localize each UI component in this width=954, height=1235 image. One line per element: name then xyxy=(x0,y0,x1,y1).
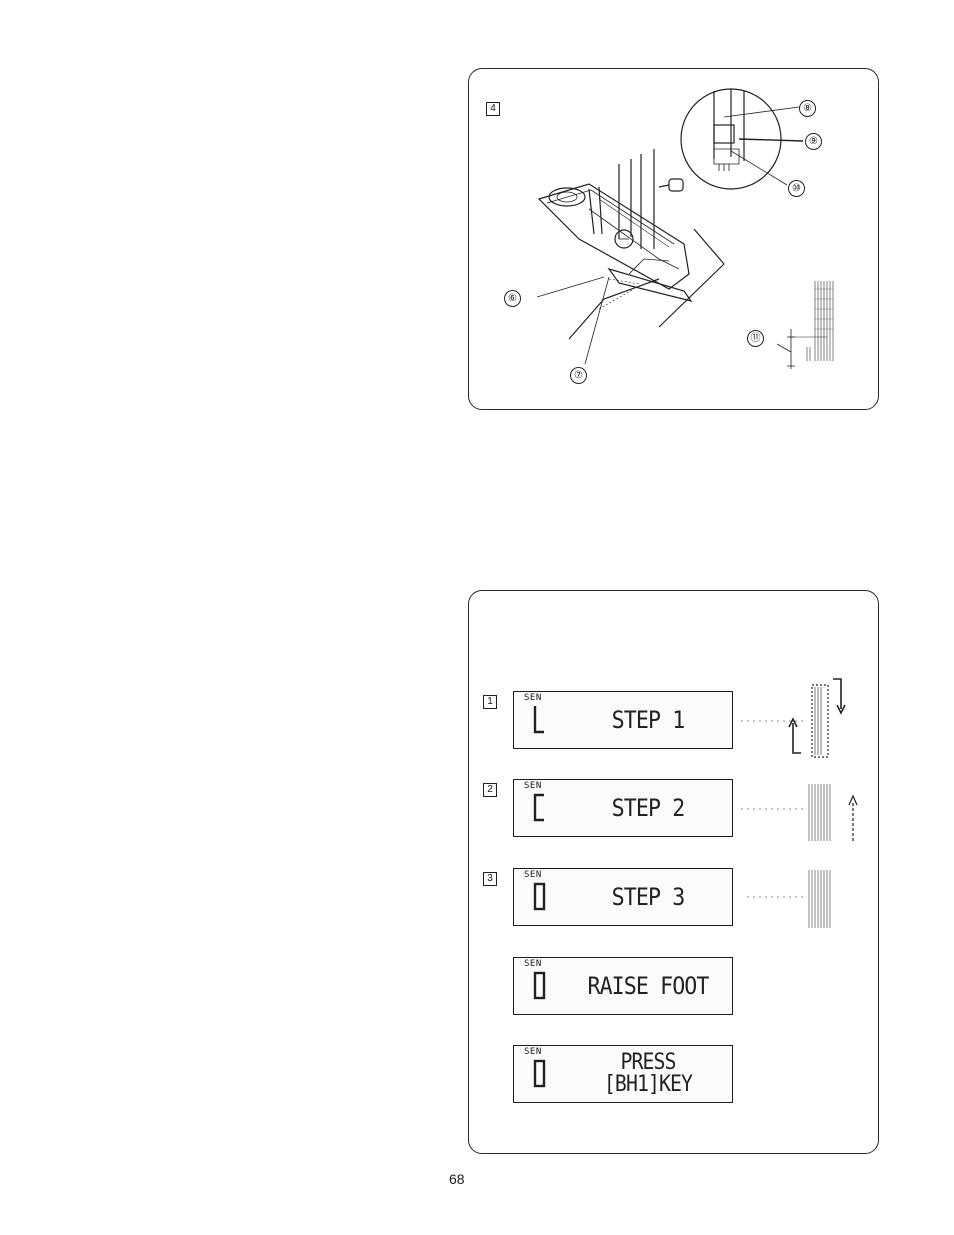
callout-9: ⑨ xyxy=(805,133,822,150)
callout-10: ⑩ xyxy=(788,180,805,197)
lcd-steps-figure: 1 2 3 SEN STEP 1 SEN STEP 2 SEN STEP 3 S… xyxy=(468,590,879,1154)
page-number: 68 xyxy=(449,1171,465,1187)
callout-8: ⑧ xyxy=(799,100,816,117)
stitch-diagrams xyxy=(469,591,878,1153)
buttonhole-foot-figure: 4 xyxy=(468,68,879,410)
callout-6: ⑥ xyxy=(504,290,521,307)
callout-7: ⑦ xyxy=(570,367,587,384)
presser-foot-illustration xyxy=(469,69,878,409)
callout-11: ⑪ xyxy=(747,330,764,347)
